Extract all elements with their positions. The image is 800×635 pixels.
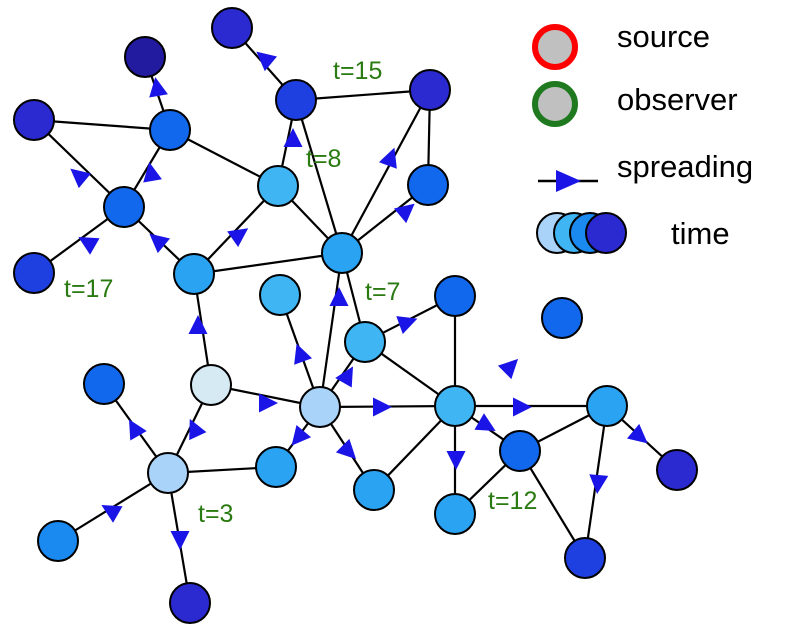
network-node <box>321 232 363 274</box>
spreading-arrow <box>170 531 190 550</box>
spreading-arrow <box>373 397 392 417</box>
time-label-t3: t=3 <box>198 500 233 528</box>
time-label-t7: t=7 <box>365 278 400 306</box>
observer-node <box>344 321 386 363</box>
observer-node <box>147 452 189 494</box>
observer-node <box>257 165 299 207</box>
network-node <box>83 363 125 405</box>
time-label-t17: t=17 <box>64 275 113 303</box>
network-node <box>169 582 211 624</box>
network-node <box>211 7 253 49</box>
network-node <box>656 449 698 491</box>
spreading-arrow <box>335 366 353 388</box>
spreading-arrow <box>294 343 313 365</box>
spreading-arrow <box>497 358 519 380</box>
legend-source-icon <box>532 24 578 70</box>
spreading-arrow <box>259 393 278 413</box>
legend: source observer spreading time <box>532 19 753 254</box>
network-node <box>255 446 297 488</box>
legend-source-label: source <box>617 19 710 54</box>
nodes-layer <box>13 7 698 624</box>
network-node <box>564 537 606 579</box>
spreading-arrow <box>626 423 648 444</box>
observer-node <box>499 430 541 472</box>
network-node <box>149 109 191 151</box>
network-node <box>541 297 583 339</box>
observer-node <box>13 252 55 294</box>
spreading-arrow <box>329 287 349 306</box>
network-node <box>103 186 145 228</box>
legend-observer-label: observer <box>617 82 738 117</box>
network-edge <box>33 118 171 132</box>
network-node <box>37 520 79 562</box>
arrows-layer <box>70 51 648 550</box>
spreading-arrow <box>446 451 466 470</box>
network-edge <box>341 89 431 254</box>
spreading-arrow <box>129 419 147 441</box>
legend-time-gradient-icon <box>536 212 627 254</box>
network-node <box>586 385 628 427</box>
network-node <box>299 386 341 428</box>
legend-time-label: time <box>671 216 730 251</box>
time-label-t15: t=15 <box>333 57 382 85</box>
spreading-arrow <box>101 505 123 523</box>
network-node <box>434 385 476 427</box>
network-edge <box>295 88 431 102</box>
network-node <box>259 274 301 316</box>
spreading-arrow <box>513 397 532 417</box>
network-edge <box>294 99 344 254</box>
spreading-arrow <box>474 413 496 431</box>
legend-spreading-label: spreading <box>617 149 753 184</box>
spreading-arrow <box>378 147 397 169</box>
network-node <box>434 493 476 535</box>
spreading-arrow <box>149 233 171 254</box>
network-node <box>353 469 395 511</box>
network-node <box>124 36 166 78</box>
spreading-arrow <box>335 438 357 460</box>
time-label-t12: t=12 <box>488 487 537 515</box>
spreading-arrow <box>256 51 278 72</box>
spreading-arrow <box>188 315 208 334</box>
spreading-arrow <box>70 168 92 189</box>
spreading-arrow <box>227 228 249 247</box>
spreading-arrow <box>189 418 207 441</box>
spreading-arrow <box>283 128 303 147</box>
spreading-arrow <box>291 424 312 446</box>
spreading-arrow <box>78 237 100 255</box>
network-node <box>173 253 215 295</box>
legend-observer-icon <box>532 81 578 127</box>
network-node <box>407 164 449 206</box>
network-edge <box>318 252 344 408</box>
spreading-arrow <box>149 77 168 98</box>
observer-node <box>409 69 451 111</box>
time-label-t8: t=8 <box>306 145 341 173</box>
network-node <box>275 79 317 121</box>
source-node <box>190 364 232 406</box>
legend-spreading-arrow-icon <box>556 170 581 192</box>
spreading-arrow <box>143 162 162 183</box>
network-edge <box>193 251 343 276</box>
spreading-arrow <box>393 203 415 224</box>
network-node <box>434 275 476 317</box>
spreading-arrow <box>589 474 609 494</box>
network-node <box>13 99 55 141</box>
spreading-arrow <box>396 316 418 335</box>
